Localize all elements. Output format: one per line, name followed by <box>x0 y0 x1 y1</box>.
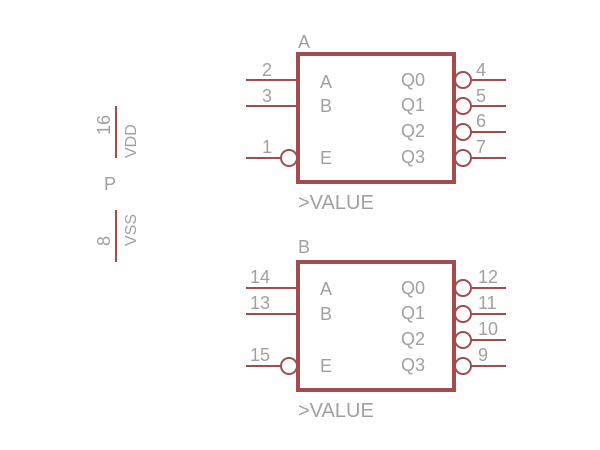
gate-b-pin-12-inversion-bubble <box>454 279 472 297</box>
gate-b-pin-15-number: 15 <box>250 345 270 365</box>
gate-a-pin-2-label: A <box>320 72 332 92</box>
gate-b: B 14 A 13 B 15 E Q0 12 Q1 11 Q2 10 Q3 9 … <box>246 237 506 422</box>
vss-label: VSS <box>123 214 140 246</box>
gate-a-pin-4-inversion-bubble <box>454 71 472 89</box>
gate-b-q3-label: Q3 <box>401 355 425 375</box>
gate-b-pin-13-label: B <box>320 304 332 324</box>
gate-a-pin-1-inversion-bubble <box>280 149 298 167</box>
gate-a-q1-label: Q1 <box>401 95 425 115</box>
gate-a-pin-1-number: 1 <box>262 137 272 157</box>
gate-b-q0-label: Q0 <box>401 278 425 298</box>
gate-a-body <box>296 52 456 184</box>
gate-a-q2-label: Q2 <box>401 121 425 141</box>
gate-a-pin-5-number: 5 <box>476 86 486 106</box>
gate-b-pin-9-number: 9 <box>478 345 488 365</box>
gate-a: A 2 A 3 B 1 E Q0 4 Q1 5 Q2 6 Q3 7 >VALUE <box>246 32 506 214</box>
gate-a-value: >VALUE <box>298 192 374 214</box>
gate-a-pin-3-label: B <box>320 96 332 116</box>
gate-a-q0-label: Q0 <box>401 70 425 90</box>
gate-b-pin-15-label: E <box>320 356 332 376</box>
gate-b-pin-11-inversion-bubble <box>454 305 472 323</box>
gate-b-q1-label: Q1 <box>401 303 425 323</box>
power-symbol: 16 VDD P 8 VSS <box>94 106 140 262</box>
gate-b-pin-10-number: 10 <box>478 319 498 339</box>
gate-b-pin-15-inversion-bubble <box>280 357 298 375</box>
gate-a-q3-label: Q3 <box>401 147 425 167</box>
gate-a-name: A <box>298 32 310 52</box>
gate-a-pin-3-number: 3 <box>262 86 272 106</box>
gate-a-pin-7-inversion-bubble <box>454 149 472 167</box>
gate-a-pin-5-inversion-bubble <box>454 97 472 115</box>
gate-a-pin-4-number: 4 <box>476 60 486 80</box>
vss-pin-number: 8 <box>94 236 114 246</box>
gate-b-value: >VALUE <box>298 400 374 422</box>
gate-a-pin-7-number: 7 <box>476 137 486 157</box>
gate-b-name: B <box>298 237 310 257</box>
gate-b-body <box>296 260 456 392</box>
gate-b-pin-10-inversion-bubble <box>454 331 472 349</box>
gate-b-pin-13-number: 13 <box>250 293 270 313</box>
gate-b-pin-12-number: 12 <box>478 267 498 287</box>
gate-b-q2-label: Q2 <box>401 329 425 349</box>
vdd-pin-number: 16 <box>94 115 114 135</box>
vdd-label: VDD <box>123 124 140 158</box>
power-part-name: P <box>104 174 116 194</box>
gate-a-pin-1-label: E <box>320 148 332 168</box>
gate-b-pin-9-inversion-bubble <box>454 357 472 375</box>
gate-b-pin-11-number: 11 <box>478 293 497 313</box>
gate-a-pin-6-inversion-bubble <box>454 123 472 141</box>
gate-b-pin-14-label: A <box>320 279 332 299</box>
gate-b-pin-14-number: 14 <box>250 267 270 287</box>
gate-a-pin-2-number: 2 <box>262 60 272 80</box>
gate-a-pin-6-number: 6 <box>476 111 486 131</box>
